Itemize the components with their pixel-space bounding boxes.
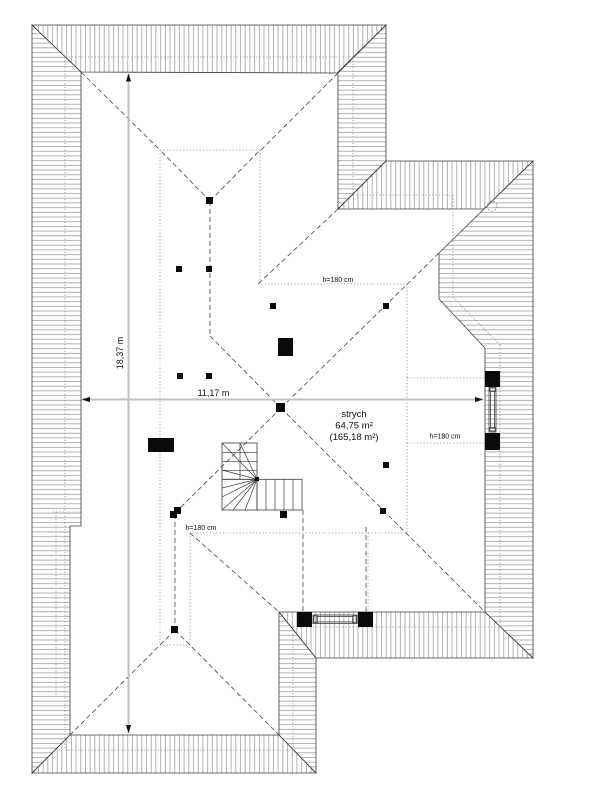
room-area-total: (165,18 m²) xyxy=(329,432,378,443)
roof-window-bottom-cap-left xyxy=(313,615,318,624)
stair-winder xyxy=(239,442,258,480)
dimension-vertical-label: 18,37 m xyxy=(115,337,125,370)
post-marker xyxy=(177,373,183,379)
chimney xyxy=(297,612,312,627)
height-label-bottom-left: h=180 cm xyxy=(186,525,217,532)
roof-band-left xyxy=(31,24,82,774)
roof-window-right-cap-top xyxy=(489,387,496,392)
stair-winder xyxy=(244,479,258,511)
valley-cross-node xyxy=(276,403,285,412)
generated-linework xyxy=(31,24,534,774)
stair-newel xyxy=(255,477,259,481)
valley-ridge-to-center xyxy=(209,335,282,409)
height-label-right: h=180 cm xyxy=(430,434,461,441)
vent-circle xyxy=(486,200,498,212)
arrow-right xyxy=(475,396,483,403)
roof-window-bottom-outer xyxy=(312,614,358,624)
stair-winder xyxy=(221,469,258,480)
hip-top-left-ext xyxy=(80,71,161,151)
valley-center-to-sw xyxy=(177,407,282,511)
stair-winder xyxy=(221,478,258,498)
chimney xyxy=(278,338,293,356)
arrow-left xyxy=(82,396,90,403)
room-area-attic: 64,75 m² xyxy=(335,421,373,432)
post-marker xyxy=(383,303,389,309)
arrow-up xyxy=(125,73,132,82)
hip-upper-left xyxy=(159,149,211,202)
post-marker xyxy=(280,511,287,518)
post-marker xyxy=(206,266,212,272)
post-marker xyxy=(383,462,389,468)
ridge-node xyxy=(171,626,178,633)
chimney xyxy=(485,433,500,450)
hip-upper-right xyxy=(209,149,261,202)
stair-winder xyxy=(221,479,258,511)
chimney xyxy=(358,612,373,627)
chimney xyxy=(485,371,500,387)
roof-band-bottom xyxy=(31,734,317,774)
valley-ne-to-center xyxy=(280,252,440,409)
chimney xyxy=(148,438,174,452)
hip-lower-right xyxy=(174,629,280,736)
roof-band-top xyxy=(31,24,387,74)
ridge-node xyxy=(174,507,181,514)
height-label-top: h=180 cm xyxy=(323,277,354,284)
stairs-lower-flight xyxy=(256,478,303,511)
wall-extension-diagonal xyxy=(452,296,501,346)
hip-lower-left xyxy=(69,629,176,736)
post-marker xyxy=(176,266,182,272)
room-name: strych xyxy=(341,409,366,420)
dimension-horizontal-label: 11,17 m xyxy=(198,388,230,398)
post-marker xyxy=(270,303,276,309)
arrow-down xyxy=(125,725,132,733)
valley-sw-strip xyxy=(189,532,280,613)
roof-window-bottom-cap-right xyxy=(352,615,357,624)
ridge-node xyxy=(170,511,177,518)
stair-winder xyxy=(232,479,258,511)
stair-winder xyxy=(221,442,258,480)
ridge-node xyxy=(206,197,213,204)
labels-layer: h=180 cm h=180 cm h=180 cm strych 64,75 … xyxy=(115,277,461,532)
post-marker xyxy=(380,508,386,514)
hip-top-right-ext xyxy=(259,72,339,152)
roof-window-right-cap-bottom xyxy=(489,427,496,432)
valley-strip-top xyxy=(257,208,339,285)
post-marker xyxy=(206,373,212,379)
stair-winder xyxy=(221,478,258,489)
